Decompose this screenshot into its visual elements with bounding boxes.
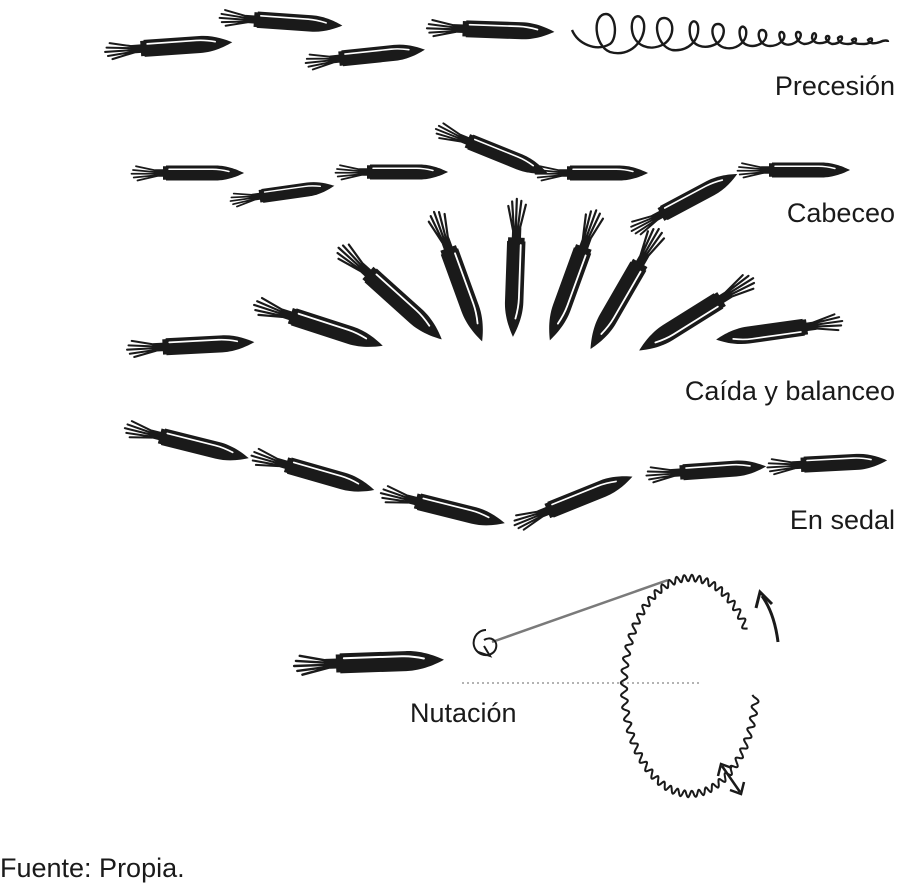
projectile-precession-3 [425, 17, 556, 42]
projectile-fall-15 [502, 197, 529, 339]
projectile-drift-24 [644, 457, 768, 484]
rotation-arrow-icon [760, 595, 780, 643]
amplitude-arrowhead-bottom [729, 781, 746, 796]
projectile-drift-20 [121, 418, 252, 468]
projectile-pitch-5 [228, 177, 337, 209]
label-nutacion: Nutación [410, 698, 517, 728]
projectile-drift-22 [377, 483, 508, 533]
label-en-sedal: En sedal [789, 505, 895, 535]
projectile-precession-0 [103, 32, 234, 61]
nutation-small-curl-arrowhead [477, 645, 493, 658]
label-cabeceo: Cabeceo [786, 198, 895, 228]
projectile-fall-12 [250, 294, 387, 356]
projectile-figures [103, 7, 889, 677]
rotation-arrow-head [754, 589, 774, 609]
projectile-pitch-8 [534, 164, 649, 182]
source-note: Fuente: Propia. [0, 853, 185, 883]
projectile-precession-2 [303, 40, 427, 72]
projectile-precession-1 [218, 7, 344, 35]
projectile-fall-18 [633, 270, 760, 360]
nutation-guide-line [491, 578, 669, 644]
amplitude-arrowhead-top [716, 762, 733, 777]
projectile-pitch-10 [736, 161, 851, 179]
amplitude-double-arrow-icon [720, 765, 742, 793]
projectile-pitch-4 [130, 164, 245, 182]
projectile-pitch-7 [432, 119, 552, 182]
nutation-wavy-ellipse [619, 573, 760, 799]
projectile-drift-25 [765, 451, 889, 476]
projectile-pitch-6 [334, 163, 449, 181]
projectile-drift-21 [248, 445, 378, 500]
projectile-fall-14 [425, 207, 492, 346]
projectile-fall-11 [125, 332, 256, 359]
projectile-fall-19 [713, 312, 845, 350]
label-precesion: Precesión [774, 71, 895, 101]
label-caida-y-balanceo: Caída y balanceo [684, 376, 895, 406]
projectile-nutation-26 [292, 648, 446, 677]
precession-spiral-trail [570, 12, 890, 55]
projectile-pitch-9 [626, 165, 742, 239]
projectile-drift-23 [510, 467, 637, 534]
